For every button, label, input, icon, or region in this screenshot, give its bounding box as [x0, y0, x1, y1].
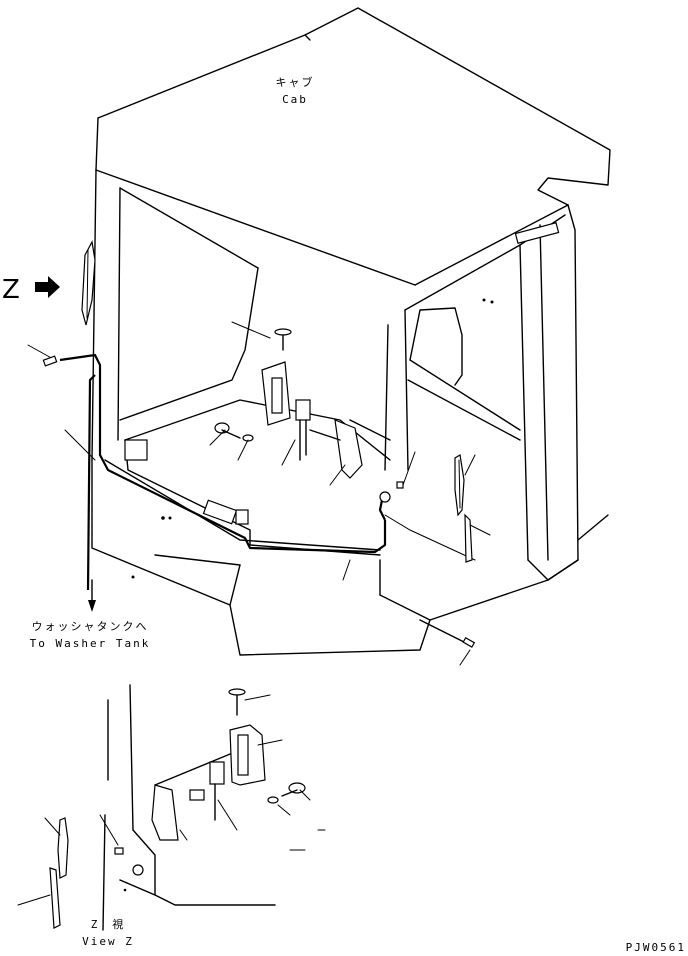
cab-floor	[104, 419, 391, 556]
cab-roof	[95, 7, 611, 286]
leader-lines	[27, 321, 491, 666]
washer-tank-label-jp: ウォッシャタンクへ	[32, 620, 149, 633]
hose-joint	[379, 481, 404, 503]
washer-tank-label-en: To Washer Tank	[30, 637, 151, 650]
right-wiper-blade	[454, 454, 465, 517]
washer-direction-arrow	[88, 579, 96, 612]
drawing-code: PJW0561	[626, 941, 686, 954]
wiper-motor-assembly	[214, 328, 363, 479]
view-z-label-jp: Z 視	[91, 917, 126, 931]
right-arrow-icon	[35, 276, 60, 298]
cab-label-jp: キャブ	[276, 75, 315, 89]
washer-hose	[59, 353, 476, 591]
hose-connector-top	[42, 355, 58, 367]
z-marker-label: Z	[2, 275, 20, 305]
cab-body	[91, 169, 609, 656]
view-z-label-en: View Z	[82, 935, 134, 948]
left-wiper-blade	[81, 240, 96, 326]
hose-end-clip	[462, 636, 476, 648]
right-wiper-arm	[464, 513, 473, 563]
view-z-detail	[17, 684, 326, 931]
cab-label-en: Cab	[282, 93, 308, 106]
